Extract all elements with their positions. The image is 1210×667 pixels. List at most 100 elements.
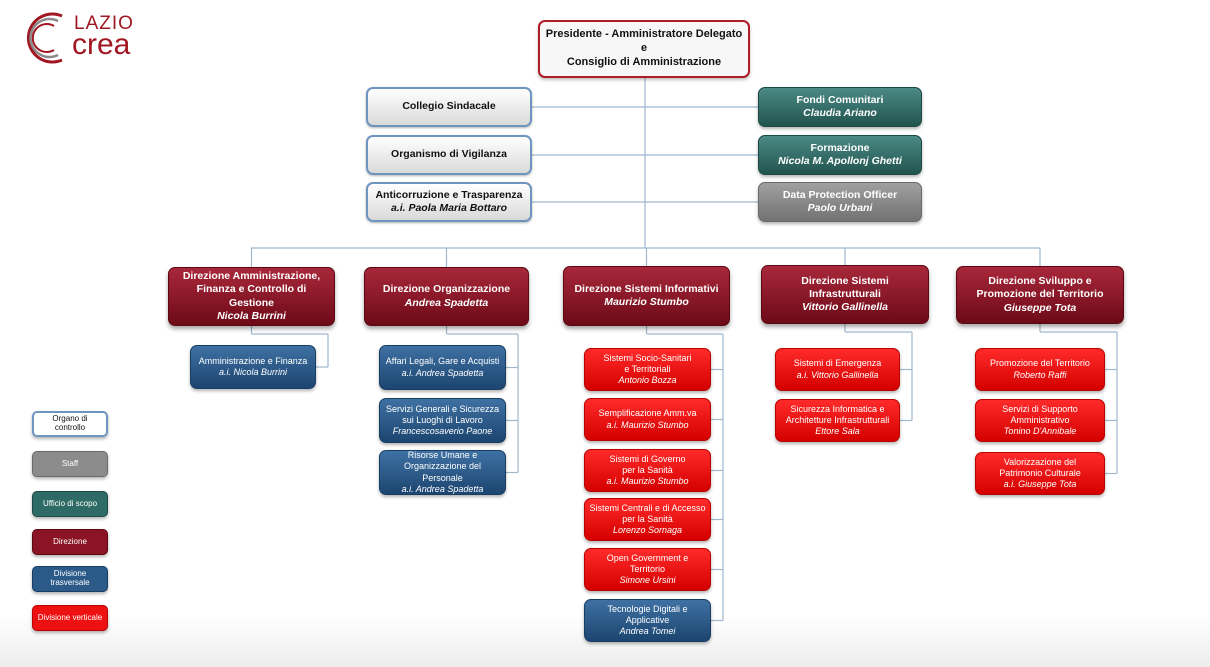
vertical-division-person: a.i. Maurizio Stumbo xyxy=(606,476,689,487)
vertical-division-title: Architetture Infrastrutturali xyxy=(785,414,890,425)
legend-label: Organo di controllo xyxy=(52,414,88,432)
vertical-division-title: Territorio xyxy=(629,563,665,574)
vertical-division-title: Servizi di Supporto xyxy=(1002,403,1078,414)
transversal-division-title: Risorse Umane e xyxy=(407,450,478,460)
transversal-division-person: Andrea Tomei xyxy=(619,626,676,637)
legend-label: Ufficio di scopo xyxy=(42,498,98,508)
vertical-division-title: Amministrativo xyxy=(1010,414,1070,425)
logo-text-bottom: crea xyxy=(72,28,131,61)
control-title: Anticorruzione e Trasparenza xyxy=(375,188,523,201)
direction-person: Maurizio Stumbo xyxy=(604,296,689,308)
direction-title: Direzione Sistemi Infrastrutturali xyxy=(801,274,889,300)
transversal-division-title: Affari Legali, Gare e Acquisti xyxy=(385,356,500,367)
vertical-division-title: Sistemi Centrali e di Accesso xyxy=(589,502,706,513)
control-title: Organismo di Vigilanza xyxy=(391,148,507,161)
direction-title: Direzione Organizzazione xyxy=(382,283,511,296)
vertical-division-title: Open Government e xyxy=(606,552,689,563)
direction-direzione-amministrazione-finanza-e-controllo-di-gestione: Direzione Amministrazione,Finanza e Cont… xyxy=(168,267,335,326)
direction-title: Promozione del Territorio xyxy=(976,288,1104,301)
control-box-collegio-sindacale: Collegio Sindacale xyxy=(366,87,532,127)
logo-text-top: LAZIO xyxy=(74,13,134,34)
vertical-division-person: Roberto Raffi xyxy=(1013,369,1067,380)
direction-person: Andrea Spadetta xyxy=(404,296,489,309)
transversal-division-person: Francescosaverio Paone xyxy=(392,426,493,437)
vertical-division-title: Valorizzazione del xyxy=(1003,456,1077,467)
direction-title: Direzione Amministrazione, xyxy=(182,270,321,283)
vertical-division-title: Promozione del Territorio xyxy=(990,358,1090,369)
vertical-division-person: a.i. Vittorio Gallinella xyxy=(796,369,879,380)
transversal-division-title: sui Luoghi di Lavoro xyxy=(402,414,483,425)
vertical-division-title: Semplificazione Amm.va xyxy=(598,408,697,419)
vertical-division-person: a.i. Maurizio Stumbo xyxy=(606,419,689,430)
scope-box-formazione: Formazione Nicola M. Apollonj Ghetti xyxy=(758,135,922,175)
vertical-division-person: Simone Ursini xyxy=(619,575,676,586)
direction-person: Giuseppe Tota xyxy=(1003,301,1077,314)
direction-title: Direzione Sistemi Informativi xyxy=(574,282,719,295)
scope-box-fondi-comunitari: Fondi Comunitari Claudia Ariano xyxy=(758,87,922,127)
legend-item-divisione-trasversale: Divisione trasversale xyxy=(32,566,108,592)
vertical-division-title: Sistemi Socio-Sanitari xyxy=(603,352,692,363)
vertical-division-person: Lorenzo Sornaga xyxy=(612,525,683,536)
president-box: Presidente - Amministratore Delegato e C… xyxy=(538,20,750,78)
vertical-division-person: Ettore Sala xyxy=(815,426,860,437)
legend-item-staff: Staff xyxy=(32,451,108,477)
scope-person: Claudia Ariano xyxy=(803,107,877,119)
legend-item-direzione: Direzione xyxy=(32,529,108,555)
legend-item-divisione-verticale: Divisione verticale xyxy=(32,605,108,631)
vertical-division-person: Antonio Bozza xyxy=(618,375,677,386)
scope-title: Formazione xyxy=(810,141,870,154)
direction-title: Finanza e Controllo di Gestione xyxy=(196,283,307,309)
transversal-division-title: Organizzazione del Personale xyxy=(403,461,482,483)
vertical-division-title: Sicurezza Informatica e xyxy=(790,403,885,414)
direction-title: Direzione Sviluppo e xyxy=(988,275,1092,288)
board-title: Consiglio di Amministrazione xyxy=(566,55,722,68)
legend-label: Direzione xyxy=(53,536,87,546)
transversal-division-person: a.i. Andrea Spadetta xyxy=(401,367,484,378)
legend-item-organo-di-controllo: Organo di controllo xyxy=(32,411,108,437)
vertical-division-title: per la Sanità xyxy=(622,464,673,475)
staff-box-data-protection-officer: Data Protection Officer Paolo Urbani xyxy=(758,182,922,222)
legend-label: Divisione trasversale xyxy=(50,569,90,587)
scope-person: Nicola M. Apollonj Ghetti xyxy=(778,155,902,167)
transversal-division-person: a.i. Nicola Burrini xyxy=(218,367,288,377)
transversal-division-title: Tecnologie Digitali e xyxy=(607,603,688,614)
transversal-division-title: Applicative xyxy=(625,614,670,625)
vertical-division-title: Sistemi di Governo xyxy=(609,453,686,464)
logo-mark-icon xyxy=(26,12,63,64)
vertical-division-title: Patrimonio Culturale xyxy=(999,467,1081,478)
scope-title: Fondi Comunitari xyxy=(796,93,884,106)
control-box-organismo-vigilanza: Organismo di Vigilanza xyxy=(366,135,532,175)
president-conjunction: e xyxy=(640,42,648,55)
transversal-division-person: a.i. Andrea Spadetta xyxy=(401,483,484,494)
staff-person: Paolo Urbani xyxy=(807,202,873,214)
direction-person: Nicola Burrini xyxy=(217,309,286,322)
control-person: a.i. Paola Maria Bottaro xyxy=(390,202,508,214)
lazio-crea-logo: LAZIO crea xyxy=(22,10,152,66)
transversal-division-title: Servizi Generali e Sicurezza xyxy=(385,403,500,414)
direction-person: Vittorio Gallinella xyxy=(802,301,888,314)
vertical-division-title: per la Sanità xyxy=(622,513,673,524)
legend-label: Staff xyxy=(61,458,79,468)
vertical-division-person: Tonino D'Annibale xyxy=(1003,426,1077,437)
vertical-division-title: e Territoriali xyxy=(624,363,671,374)
vertical-division-person: a.i. Giuseppe Tota xyxy=(1003,479,1077,490)
